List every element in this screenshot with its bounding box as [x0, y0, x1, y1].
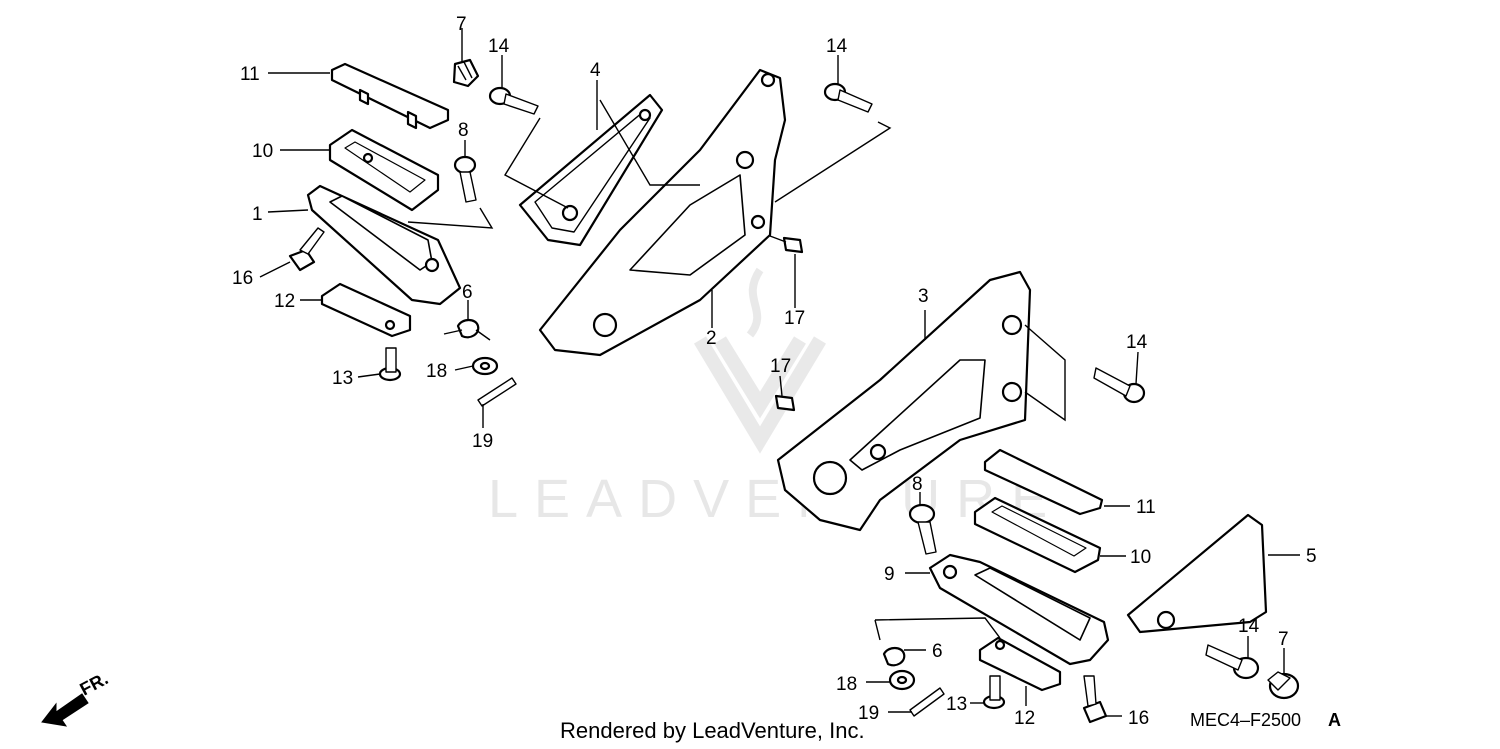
- part-2-left-bracket: [538, 68, 787, 357]
- callout-3: 3: [918, 286, 929, 307]
- front-direction-arrow: FR.: [41, 668, 111, 727]
- part-12-right-plate: [978, 636, 1062, 692]
- part-6-left-spring: [443, 318, 491, 341]
- callout-16-b: 16: [1128, 708, 1149, 729]
- callout-17: 17: [784, 308, 805, 329]
- callout-8: 8: [458, 120, 469, 141]
- callout-1: 1: [252, 204, 263, 225]
- callout-17-b: 17: [770, 356, 791, 377]
- callout-11-b: 11: [1136, 497, 1156, 518]
- diagram-code-suffix: A: [1328, 710, 1341, 730]
- part-18-right-washer: [888, 669, 916, 691]
- callout-14: 14: [488, 36, 510, 57]
- callout-6: 6: [462, 282, 473, 303]
- callout-18: 18: [426, 361, 447, 382]
- callout-14-d: 14: [1238, 616, 1260, 637]
- part-11-right-rubber-cap: [983, 448, 1104, 516]
- part-9-right-step: [928, 553, 1110, 666]
- part-14-right-bolt-a: [1093, 367, 1146, 404]
- part-16-left-bolt: [288, 227, 325, 272]
- callout-8-b: 8: [912, 474, 923, 495]
- callout-19-b: 19: [858, 703, 879, 724]
- callout-5: 5: [1306, 546, 1317, 567]
- callout-13-b: 13: [946, 694, 967, 715]
- part-17-right-screw: [774, 394, 796, 412]
- footer-credit: Rendered by LeadVenture, Inc.: [560, 718, 865, 743]
- part-10-right-rubber-pad: [973, 496, 1102, 574]
- callout-7-b: 7: [1278, 629, 1289, 650]
- callout-7: 7: [456, 14, 467, 35]
- diagram-code: MEC4–F2500: [1190, 710, 1301, 730]
- part-3-right-bracket: [776, 270, 1032, 532]
- watermark: LEADVENTURE: [488, 267, 1063, 529]
- part-12-left-plate: [320, 282, 412, 338]
- callout-10: 10: [252, 141, 273, 162]
- callout-18-b: 18: [836, 674, 857, 695]
- part-19-left-cotter: [477, 377, 517, 407]
- part-8-left-pin: [453, 155, 477, 203]
- part-13-left-screw: [378, 347, 402, 382]
- callout-11: 11: [240, 64, 260, 85]
- part-8-right-pin: [908, 503, 937, 555]
- callout-4: 4: [590, 60, 601, 81]
- callout-13: 13: [332, 368, 353, 389]
- callout-6-b: 6: [932, 641, 943, 662]
- part-10-left-rubber-pad: [328, 128, 440, 212]
- callout-2: 2: [706, 328, 717, 349]
- part-1-left-step: [306, 184, 462, 306]
- callout-10-b: 10: [1130, 547, 1151, 568]
- callout-9: 9: [884, 564, 895, 585]
- part-11-left-rubber-cap: [330, 62, 450, 130]
- part-5-heel-guard: [1126, 513, 1268, 634]
- callout-16: 16: [232, 268, 253, 289]
- leader-lines: [259, 28, 1300, 717]
- part-19-right-cotter: [909, 687, 945, 717]
- callout-14-c: 14: [1126, 332, 1148, 353]
- callout-12: 12: [274, 291, 295, 312]
- callout-14-b: 14: [826, 36, 848, 57]
- callout-labels: 11 10 1 16 12 13 7 14 4 8 6 18 19 2 17 1…: [232, 14, 1317, 729]
- part-16-right-bolt: [1082, 675, 1108, 724]
- part-6-right-spring: [882, 646, 906, 667]
- part-4-heel-guard: [518, 93, 664, 247]
- part-17-left-screw: [769, 235, 804, 254]
- part-14-left-bolt-b: [823, 82, 873, 113]
- watermark-text: LEADVENTURE: [488, 469, 1063, 529]
- part-18-left-washer: [471, 356, 499, 376]
- part-14-left-bolt-a: [488, 86, 539, 115]
- callout-12-b: 12: [1014, 708, 1035, 729]
- part-7-left-cap: [452, 58, 480, 88]
- part-13-right-screw: [982, 675, 1006, 710]
- part-7-right-cap: [1267, 671, 1300, 700]
- callout-19: 19: [472, 431, 493, 452]
- part-14-right-bolt-b: [1205, 644, 1260, 680]
